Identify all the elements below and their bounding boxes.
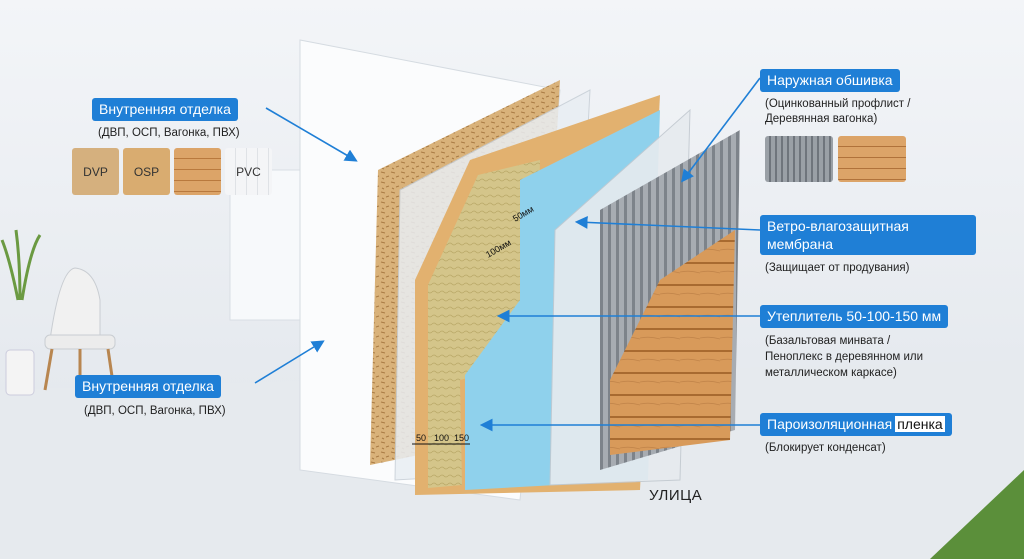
sub-insulation-3: металлическом каркасе) (765, 367, 897, 379)
label-insulation: Утеплитель 50-100-150 мм (760, 305, 949, 328)
swatch-dvp: DVP (72, 148, 119, 195)
arrow-membrane (574, 216, 761, 231)
mineral-wool (428, 160, 540, 488)
label-vapor-plain: пленка (895, 416, 945, 432)
swatch-pvc: PVC (225, 148, 272, 195)
street-label: УЛИЦА (649, 487, 703, 504)
swatch-osp: OSP (123, 148, 170, 195)
dim-150: 150 (454, 433, 469, 443)
sub-vapor: (Блокирует конденсат) (765, 442, 886, 454)
sub-exterior-1: (Оцинкованный профлист / (765, 98, 911, 110)
swatch-metal (765, 136, 833, 182)
sub-membrane: (Защищает от продувания) (765, 262, 910, 274)
dim-100: 100 (434, 433, 449, 443)
sub-exterior-2: Деревянная вагонка) (765, 113, 878, 125)
grass (930, 470, 1024, 559)
sub-insulation-1: (Базальтовая минвата / (765, 335, 891, 347)
label-interior-bottom: Внутренняя отделка (75, 375, 221, 398)
chair (43, 267, 116, 391)
wood-cladding (610, 230, 735, 455)
label-interior-top: Внутренняя отделка (92, 98, 238, 121)
sub-insulation-2: Пеноплекс в деревянном или (765, 351, 924, 363)
sub-interior-bottom: (ДВП, ОСП, Вагонка, ПВХ) (84, 405, 226, 417)
arrow-interior-top (265, 107, 358, 162)
arrow-exterior (681, 77, 761, 183)
label-membrane: Ветро-влагозащитная мембрана (760, 215, 976, 255)
swatch-lining (174, 148, 221, 195)
label-vapor-title: Пароизоляционная (767, 416, 893, 432)
room-window (229, 169, 311, 321)
label-membrane-line2: мембрана (767, 236, 833, 252)
potted-plant (0, 229, 42, 396)
arrow-interior-bottom (254, 340, 325, 384)
label-exterior: Наружная обшивка (760, 69, 900, 92)
label-membrane-line1: Ветро-влагозащитная (767, 218, 909, 234)
sub-interior-top: (ДВП, ОСП, Вагонка, ПВХ) (98, 127, 240, 139)
swatch-wood (838, 136, 906, 182)
dim-50: 50 (416, 433, 426, 443)
